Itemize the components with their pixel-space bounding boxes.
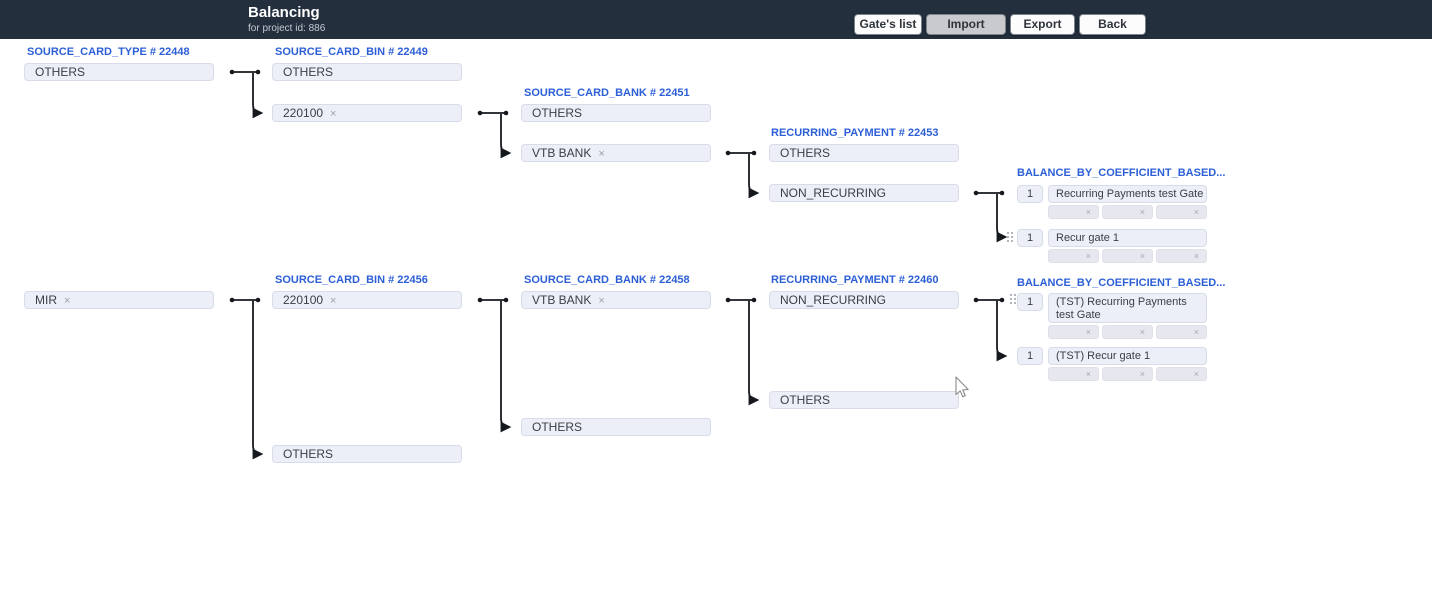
value-box-bank-22458-vtb[interactable]: VTB BANK× [521, 291, 711, 309]
gate-box-recurring-payments-test-gate[interactable]: Recurring Payments test Gate [1048, 185, 1207, 203]
gate-extra-slot[interactable]: × [1048, 205, 1099, 219]
gate-box-tst-recurring-payments-test-gate[interactable]: (TST) Recurring Payments test Gate [1048, 293, 1207, 323]
remove-icon[interactable]: × [1139, 251, 1145, 261]
export-button[interactable]: Export [1010, 14, 1075, 35]
gate-extra-slot[interactable]: × [1102, 367, 1153, 381]
remove-icon[interactable]: × [1139, 207, 1145, 217]
remove-icon[interactable]: × [1193, 327, 1199, 337]
drag-handle-icon[interactable] [1009, 293, 1017, 305]
gate-extra-slot[interactable]: × [1048, 249, 1099, 263]
group-title-source-card-bank-22451: SOURCE_CARD_BANK # 22451 [524, 87, 690, 99]
remove-icon[interactable]: × [598, 148, 605, 160]
gate-extra-slot[interactable]: × [1048, 325, 1099, 339]
gate-extra-slot[interactable]: × [1048, 367, 1099, 381]
page-subtitle: for project id: 886 [248, 23, 326, 34]
value-box-recurring-22453-others[interactable]: OTHERS [769, 144, 959, 162]
remove-icon[interactable]: × [1139, 327, 1145, 337]
coefficient-input[interactable]: 1 [1017, 229, 1043, 247]
group-title-source-card-bank-22458: SOURCE_CARD_BANK # 22458 [524, 274, 690, 286]
page-title: Balancing [248, 4, 320, 21]
coefficient-input[interactable]: 1 [1017, 293, 1043, 311]
value-box-recurring-22453-nonrecurring[interactable]: NON_RECURRING [769, 184, 959, 202]
value-box-recurring-22460-nonrecurring[interactable]: NON_RECURRING [769, 291, 959, 309]
group-title-source-card-bin-22449: SOURCE_CARD_BIN # 22449 [275, 46, 428, 58]
value-box-bank-22451-others[interactable]: OTHERS [521, 104, 711, 122]
remove-icon[interactable]: × [1085, 251, 1091, 261]
remove-icon[interactable]: × [1085, 369, 1091, 379]
group-title-recurring-payment-22460: RECURRING_PAYMENT # 22460 [771, 274, 939, 286]
remove-icon[interactable]: × [1085, 327, 1091, 337]
coefficient-input[interactable]: 1 [1017, 185, 1043, 203]
gate-extra-slot[interactable]: × [1156, 205, 1207, 219]
group-title-balance-coefficient-1: BALANCE_BY_COEFFICIENT_BASED... [1017, 167, 1226, 179]
back-button[interactable]: Back [1079, 14, 1146, 35]
coefficient-input[interactable]: 1 [1017, 347, 1043, 365]
gate-extra-slot[interactable]: × [1156, 325, 1207, 339]
value-box-card-type-mir[interactable]: MIR× [24, 291, 214, 309]
remove-icon[interactable]: × [1193, 251, 1199, 261]
remove-icon[interactable]: × [1193, 369, 1199, 379]
gate-extra-slot[interactable]: × [1156, 249, 1207, 263]
value-box-bin-22449-220100[interactable]: 220100× [272, 104, 462, 122]
remove-icon[interactable]: × [1139, 369, 1145, 379]
gate-box-recur-gate-1[interactable]: Recur gate 1 [1048, 229, 1207, 247]
remove-icon[interactable]: × [1193, 207, 1199, 217]
gate-extra-slot[interactable]: × [1102, 249, 1153, 263]
value-box-bin-22456-220100[interactable]: 220100× [272, 291, 462, 309]
gate-extra-slot[interactable]: × [1102, 205, 1153, 219]
remove-icon[interactable]: × [330, 295, 337, 307]
gate-extra-slot[interactable]: × [1156, 367, 1207, 381]
value-box-recurring-22460-others[interactable]: OTHERS [769, 391, 959, 409]
remove-icon[interactable]: × [598, 295, 605, 307]
remove-icon[interactable]: × [1085, 207, 1091, 217]
value-box-card-type-others[interactable]: OTHERS [24, 63, 214, 81]
gate-box-tst-recur-gate-1[interactable]: (TST) Recur gate 1 [1048, 347, 1207, 365]
value-box-bin-22449-others[interactable]: OTHERS [272, 63, 462, 81]
remove-icon[interactable]: × [330, 108, 337, 120]
drag-handle-icon[interactable] [1006, 231, 1014, 243]
import-button[interactable]: Import [926, 14, 1006, 35]
group-title-balance-coefficient-2: BALANCE_BY_COEFFICIENT_BASED... [1017, 277, 1226, 289]
group-title-recurring-payment-22453: RECURRING_PAYMENT # 22453 [771, 127, 939, 139]
value-box-bin-22456-others[interactable]: OTHERS [272, 445, 462, 463]
value-box-bank-22451-vtb[interactable]: VTB BANK× [521, 144, 711, 162]
group-title-source-card-bin-22456: SOURCE_CARD_BIN # 22456 [275, 274, 428, 286]
top-header-bar: Balancing for project id: 886 Gate's lis… [0, 0, 1432, 39]
group-title-source-card-type-22448: SOURCE_CARD_TYPE # 22448 [27, 46, 190, 58]
gates-list-button[interactable]: Gate's list [854, 14, 922, 35]
gate-extra-slot[interactable]: × [1102, 325, 1153, 339]
value-box-bank-22458-others[interactable]: OTHERS [521, 418, 711, 436]
remove-icon[interactable]: × [64, 295, 71, 307]
